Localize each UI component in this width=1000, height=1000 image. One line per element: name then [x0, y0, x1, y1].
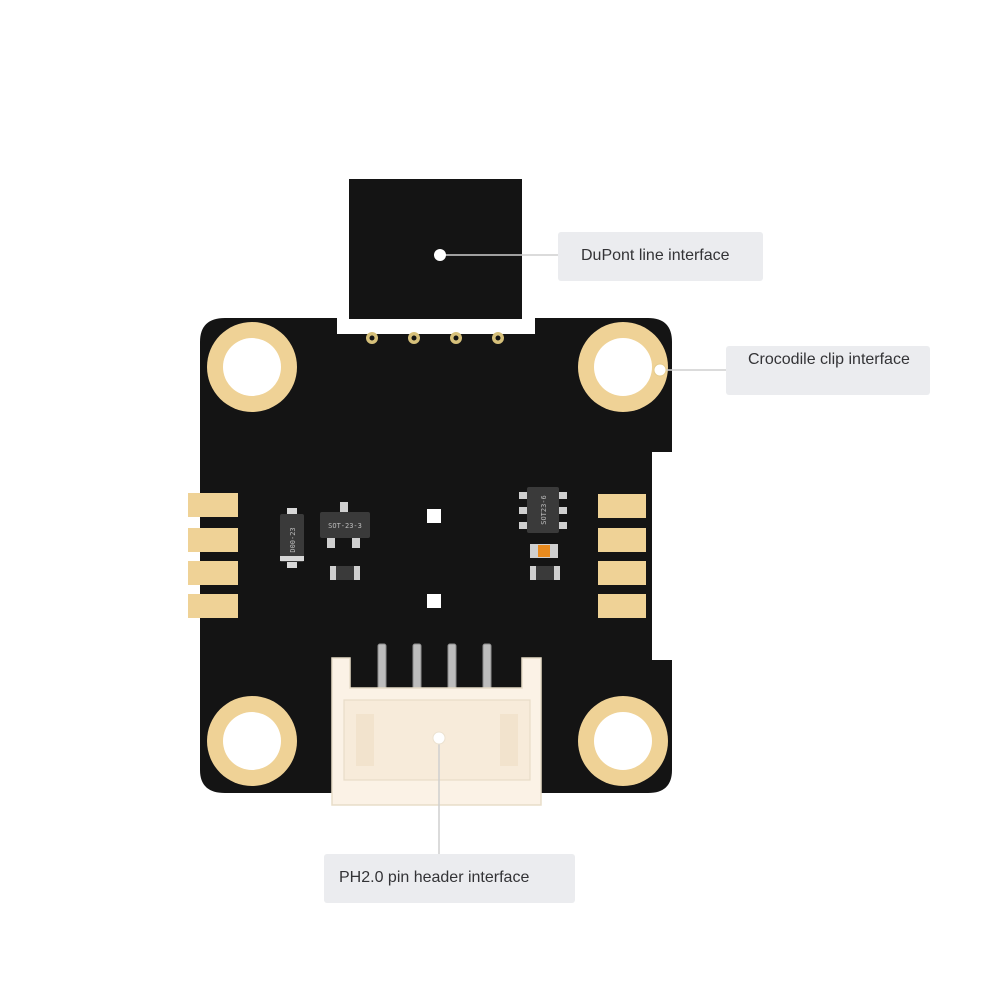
ic-component: SOT23-6: [519, 487, 567, 533]
left-edge-pads: [188, 493, 238, 618]
dupont-header-pins: [366, 332, 504, 344]
pcb-board: [200, 318, 672, 793]
resistor-right: [530, 566, 560, 580]
crocodile-clip-hole-top-left: [207, 322, 297, 412]
transistor-marking: SOT-23-3: [328, 522, 362, 530]
crocodile-clip-hole-bottom-right: [578, 696, 668, 786]
callout-ph20-interface: PH2.0 pin header interface: [324, 854, 575, 903]
transistor-component: SOT-23-3: [320, 502, 370, 548]
crocodile-clip-hole-top-right: [578, 322, 668, 412]
test-pad-bottom: [427, 594, 441, 608]
diode-component: D00-23: [280, 508, 304, 568]
leader-crocodile: [653, 363, 726, 377]
leader-ph20: [432, 731, 446, 854]
resistor-left: [330, 566, 360, 580]
ph20-connector-housing: [331, 657, 542, 806]
callout-dupont-interface: DuPont line interface: [558, 232, 763, 281]
ic-marking: SOT23-6: [540, 495, 548, 525]
crocodile-clip-hole-bottom-left: [207, 696, 297, 786]
right-edge-pads: [598, 494, 646, 618]
callout-crocodile-clip-interface: Crocodile clip interface: [726, 346, 930, 395]
dupont-connector-housing: [349, 179, 522, 319]
led-component: [530, 544, 558, 558]
leader-dupont: [434, 249, 558, 261]
test-pad-top: [427, 509, 441, 523]
diode-marking: D00-23: [289, 527, 297, 552]
